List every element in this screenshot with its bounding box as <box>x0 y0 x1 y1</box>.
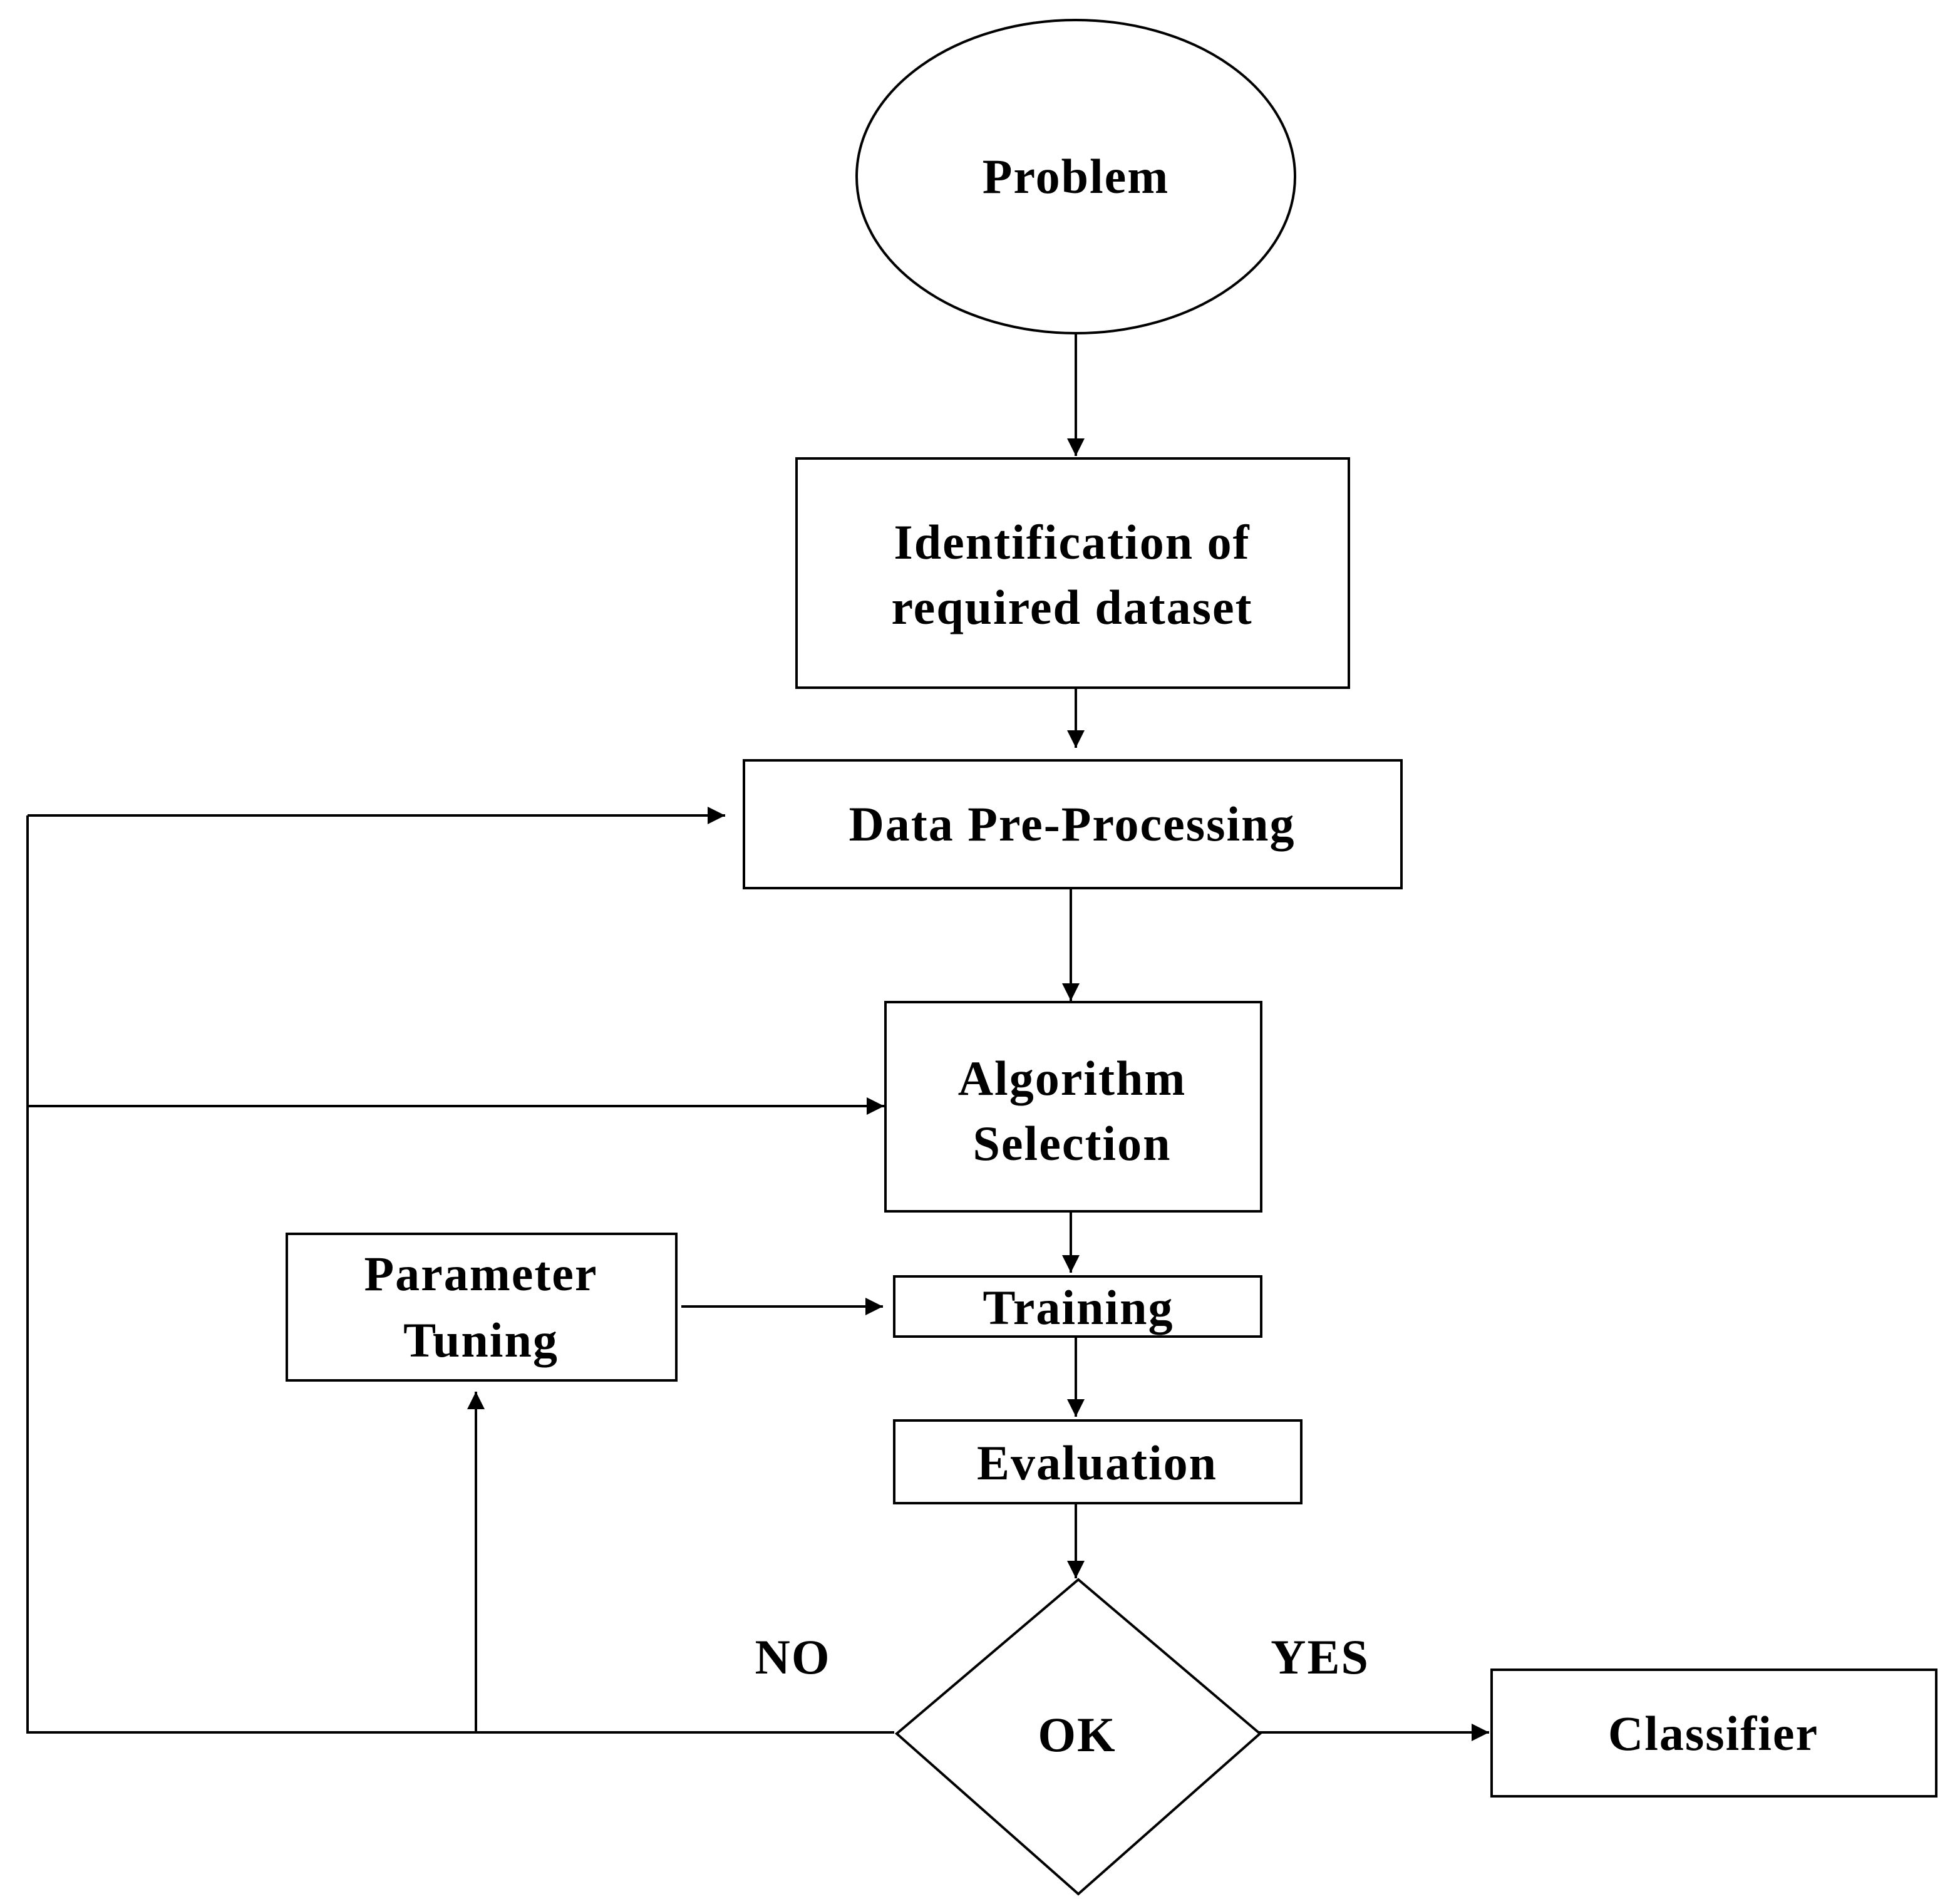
node-parameter-tuning: Parameter Tuning <box>286 1233 678 1382</box>
node-training: Training <box>893 1275 1262 1338</box>
problem-label: Problem <box>983 149 1170 204</box>
parameter-tuning-label-line1: Parameter <box>364 1246 597 1301</box>
parameter-tuning-box <box>286 1233 678 1382</box>
evaluation-label: Evaluation <box>977 1436 1217 1490</box>
identification-label-line2: required dataset <box>891 580 1252 634</box>
algorithm-label-line2: Selection <box>973 1116 1172 1171</box>
edge-label-yes: YES <box>1271 1630 1370 1684</box>
training-box <box>893 1275 1262 1338</box>
node-algorithm: Algorithm Selection <box>884 1001 1262 1213</box>
identification-box <box>795 457 1350 689</box>
decision-label: OK <box>1038 1707 1116 1762</box>
node-problem: Problem <box>855 19 1296 334</box>
classifier-label: Classifier <box>1608 1706 1819 1761</box>
edges <box>26 333 1489 1741</box>
node-classifier: Classifier <box>1490 1669 1937 1798</box>
node-identification: Identification of required dataset <box>795 457 1350 689</box>
parameter-tuning-label-line2: Tuning <box>403 1313 559 1367</box>
algorithm-label-line1: Algorithm <box>958 1051 1187 1105</box>
training-label: Training <box>983 1280 1174 1335</box>
edge-label-no: NO <box>755 1630 831 1684</box>
edge-decision-no-trunk <box>26 815 894 1734</box>
node-decision: OK <box>894 1578 1262 1896</box>
node-preprocessing: Data Pre-Processing <box>743 759 1403 889</box>
identification-label-line1: Identification of <box>894 515 1250 569</box>
preprocessing-box <box>743 759 1403 889</box>
algorithm-box <box>884 1001 1262 1213</box>
node-evaluation: Evaluation <box>893 1419 1303 1504</box>
evaluation-box <box>893 1419 1303 1504</box>
preprocessing-label: Data Pre-Processing <box>849 797 1295 851</box>
classifier-box <box>1490 1669 1937 1798</box>
problem-ellipse <box>855 19 1296 334</box>
decision-diamond <box>894 1578 1262 1896</box>
